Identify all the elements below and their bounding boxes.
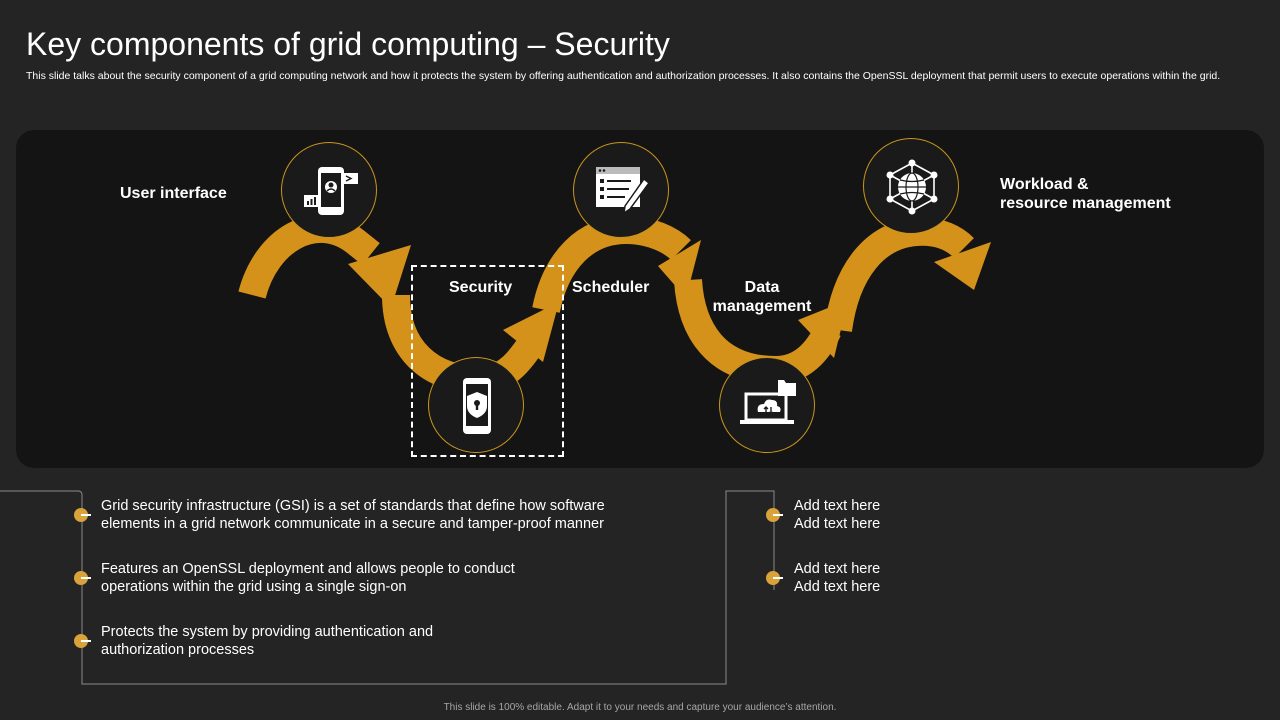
- stage-label-workload-line2: resource management: [1000, 195, 1171, 212]
- security-highlight-box: [411, 265, 564, 457]
- arrow-segment-1: [238, 215, 380, 300]
- left-point-3: Protects the system by providing authent…: [101, 623, 433, 659]
- right-point-1-line2: Add text here: [794, 516, 881, 532]
- left-point-3-line1: Protects the system by providing authent…: [101, 624, 434, 640]
- right-point-2-line1: Add text here: [794, 561, 881, 577]
- stage-label-scheduler: Scheduler: [572, 279, 650, 296]
- left-point-1: Grid security infrastructure (GSI) is a …: [101, 497, 605, 533]
- arrowhead-1: [348, 245, 411, 308]
- page-title: Key components of grid computing – Secur…: [26, 26, 670, 62]
- mobile-user-icon: [304, 167, 358, 215]
- arrow-segment-3: [532, 215, 691, 314]
- arrowhead-2: [503, 302, 559, 362]
- left-point-3-line2: authorization processes: [101, 642, 255, 658]
- left-point-1-line1: Grid security infrastructure (GSI) is a …: [101, 498, 605, 514]
- mobile-shield-lock-icon: [463, 378, 491, 434]
- stage-label-workload-line1: Workload &: [1000, 176, 1089, 193]
- left-point-2-line2: operations within the grid using a singl…: [101, 579, 407, 595]
- globe-network-icon: [886, 159, 938, 215]
- stage-label-data-management: Data management: [712, 278, 812, 316]
- arrow-segment-5: [824, 217, 974, 333]
- right-point-2-line2: Add text here: [794, 579, 881, 595]
- stage-label-workload: Workload & resource management: [1000, 175, 1171, 213]
- right-bullet-dot-1: [766, 508, 783, 522]
- bullet-dot-1: [74, 508, 91, 522]
- footer-note: This slide is 100% editable. Adapt it to…: [443, 702, 837, 713]
- arrow-heads: [348, 240, 991, 362]
- page-subtitle: This slide talks about the security comp…: [26, 70, 1221, 82]
- stage-label-data-line2: management: [712, 298, 812, 315]
- stage-label-data-line1: Data: [744, 279, 780, 296]
- stage-circle-workload: [863, 138, 959, 234]
- process-panel: User interface Security Scheduler Data m…: [16, 130, 1264, 468]
- bullet-dot-3: [74, 634, 91, 648]
- arrowhead-4: [798, 300, 848, 358]
- stage-circle-scheduler: [573, 142, 669, 238]
- left-point-1-line2: elements in a grid network communicate i…: [101, 516, 604, 532]
- laptop-cloud-folder-icon: [740, 380, 796, 424]
- stage-circle-data-management: [719, 357, 815, 453]
- arrowhead-3: [658, 240, 701, 298]
- right-point-2: Add text here Add text here: [794, 560, 880, 596]
- checklist-pencil-icon: [596, 167, 651, 215]
- right-point-1: Add text here Add text here: [794, 497, 880, 533]
- arrow-path-group: [238, 215, 974, 395]
- stage-circle-user-interface: [281, 142, 377, 238]
- left-point-2: Features an OpenSSL deployment and allow…: [101, 560, 515, 596]
- stage-circle-security: [428, 357, 524, 453]
- stage-label-security: Security: [449, 279, 513, 296]
- arrowhead-5: [934, 242, 991, 290]
- right-point-1-line1: Add text here: [794, 498, 881, 514]
- left-point-2-line1: Features an OpenSSL deployment and allow…: [101, 561, 515, 577]
- stage-label-user-interface: User interface: [120, 185, 227, 202]
- bullet-dot-2: [74, 571, 91, 585]
- right-bullet-dot-2: [766, 571, 783, 585]
